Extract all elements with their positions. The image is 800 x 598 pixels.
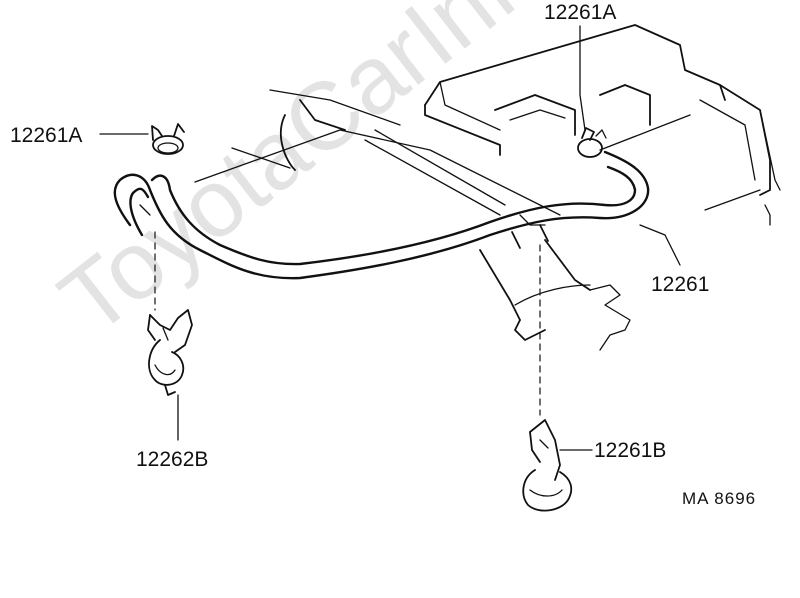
label-hose: 12261	[651, 273, 710, 296]
hose-clip-right	[522, 419, 573, 512]
assembly-lines	[154, 231, 541, 416]
label-clamp-top: 12261A	[544, 1, 617, 24]
label-clip-left: 12262B	[136, 448, 209, 471]
intake-manifold	[194, 89, 631, 351]
label-clamp-left: 12261A	[10, 124, 83, 147]
vacuum-hose	[113, 150, 650, 280]
hose-clamp-top	[577, 127, 607, 158]
reference-code: MA 8696	[682, 489, 757, 508]
leader-lines	[99, 25, 681, 451]
engine-cover	[424, 24, 781, 226]
hose-clamp-left	[151, 123, 185, 155]
hose-clip-left	[147, 309, 193, 396]
label-clip-right: 12261B	[594, 439, 667, 462]
